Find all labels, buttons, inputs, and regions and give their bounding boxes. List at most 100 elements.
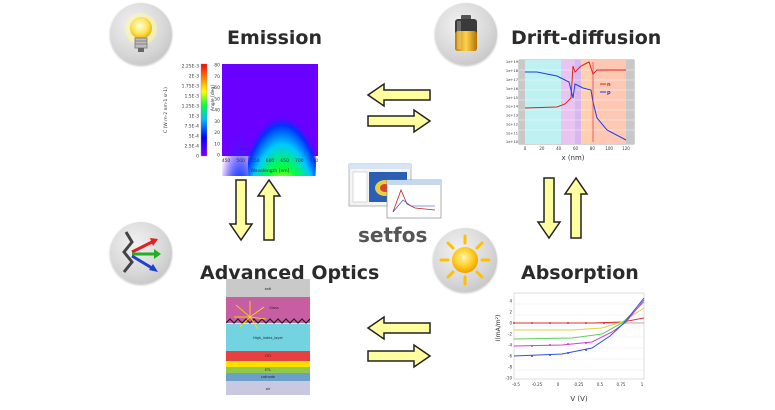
absorption-y-tick-1: 2 bbox=[509, 309, 512, 314]
absorption-y-tick-4: -4 bbox=[508, 342, 512, 347]
emission-y-tick-3: 50 bbox=[214, 96, 220, 102]
drift-y-tick-7: 1e+12 bbox=[506, 122, 518, 126]
drift-legend: n p bbox=[600, 82, 611, 96]
emission-title: Emission bbox=[227, 27, 322, 49]
legend-n: n bbox=[607, 82, 611, 88]
light-bulb-icon bbox=[125, 13, 157, 52]
absorption-y-tick-6: -8 bbox=[508, 364, 512, 369]
emission-cbar-tick-5: 1E-3 bbox=[189, 114, 199, 120]
absorption-ylabel: I(mA/m²) bbox=[495, 315, 502, 342]
emission-x-tick-5: 700 bbox=[295, 158, 304, 164]
absorption-x-tick-0: -0.5 bbox=[512, 382, 520, 387]
emission-xlabel: Wavelength [nm] bbox=[251, 168, 290, 174]
iv-curve-red bbox=[514, 317, 645, 324]
emission-cbar-tick-2: 1.75E-3 bbox=[182, 84, 199, 90]
drift-series-p bbox=[525, 71, 627, 141]
emission-colorbar-ticks: 2.25E-3 2E-3 1.75E-3 1.5E-3 1.25E-3 1E-3 7.5E-… bbox=[182, 64, 199, 160]
emission-y-tick-5: 30 bbox=[214, 119, 220, 125]
iv-curve-blue bbox=[513, 297, 645, 357]
absorption-x-tick-6: 1 bbox=[641, 382, 644, 387]
emission-cbar-tick-8: 2.5E-4 bbox=[185, 144, 200, 150]
absorption-y-tick-7: -10 bbox=[505, 375, 512, 380]
drift-y-tick-4: 1e+15 bbox=[506, 96, 518, 100]
drift-x-tick-1: 20 bbox=[539, 146, 545, 151]
drift-y-tick-9: 1e+10 bbox=[506, 140, 519, 144]
absorption-y-tick-2: 0 bbox=[509, 320, 512, 325]
layer-etl: ETL bbox=[265, 368, 271, 372]
legend-p: p bbox=[607, 90, 611, 96]
emission-x-tick-3: 600 bbox=[266, 158, 275, 164]
optics-stack: anti Glass High_index_layer ITO ETL cath… bbox=[226, 279, 310, 395]
emission-x-tick-0: 450 bbox=[222, 158, 231, 164]
drift-x-tick-6: 120 bbox=[622, 146, 630, 151]
absorption-xlabel: V (V) bbox=[570, 395, 588, 403]
sun-icon bbox=[439, 234, 491, 286]
drift-y-tick-3: 1e+16 bbox=[506, 87, 519, 91]
layer-anti: anti bbox=[265, 287, 272, 291]
optics-light-burst bbox=[234, 301, 267, 330]
emission-y-tick-7: 10 bbox=[214, 141, 220, 147]
drift-x-tick-2: 40 bbox=[556, 146, 562, 151]
setfos-title: setfos bbox=[358, 223, 428, 247]
emission-cbar-tick-3: 1.5E-3 bbox=[185, 94, 200, 100]
layer-air: air bbox=[266, 387, 271, 391]
drift-y-ticks: 1e+191e+181e+171e+161e+151e+141e+131e+12… bbox=[506, 60, 519, 144]
emission-plot: C (W m-2 nm-1 sr-1) 2.25E-32E-31.75E-31.… bbox=[163, 63, 319, 176]
emission-cbar-tick-4: 1.25E-3 bbox=[182, 104, 199, 110]
absorption-plot: I(mA/m²) 4 2 0 -2 -4 -6 -8 -10 -0.5 -0.25 0 0.25 0.… bbox=[495, 292, 645, 403]
emission-ylabel2: Angle [deg] bbox=[210, 85, 216, 111]
drift-x-tick-0: 0 bbox=[524, 146, 527, 151]
arrow-left-bottom bbox=[366, 315, 431, 341]
absorption-x-tick-4: 0.5 bbox=[597, 382, 604, 387]
layer-high-index: High_index_layer bbox=[253, 336, 283, 340]
arrow-down-left bbox=[228, 179, 254, 242]
drift-y-tick-2: 1e+17 bbox=[506, 78, 518, 82]
emission-y-tick-6: 20 bbox=[214, 130, 220, 136]
emission-colorbar bbox=[200, 63, 208, 157]
arrow-right-bottom bbox=[367, 343, 432, 369]
emission-cbar-tick-0: 2.25E-3 bbox=[182, 64, 199, 70]
arrow-up-left bbox=[256, 178, 282, 241]
drift-x-tick-5: 100 bbox=[605, 146, 613, 151]
layer-cathode: cathode bbox=[261, 375, 275, 379]
emission-y-tick-2: 60 bbox=[214, 85, 220, 91]
absorption-y-tick-0: 4 bbox=[509, 298, 512, 303]
absorption-x-tick-1: -0.25 bbox=[532, 382, 543, 387]
layer-glass: Glass bbox=[269, 306, 279, 310]
emission-y-tick-8: 0 bbox=[217, 153, 220, 159]
emission-y-tick-4: 40 bbox=[214, 108, 220, 114]
drift-y-tick-8: 1e+11 bbox=[506, 131, 518, 135]
absorption-x-tick-2: 0 bbox=[557, 382, 560, 387]
absorption-x-tick-3: 0.25 bbox=[575, 382, 584, 387]
emission-cbar-tick-6: 7.5E-4 bbox=[185, 124, 200, 130]
drift-plot: 1e+191e+181e+171e+161e+151e+141e+131e+12… bbox=[506, 59, 635, 162]
arrow-right-top bbox=[367, 108, 432, 134]
light-rays-icon bbox=[122, 231, 161, 273]
emission-x-tick-6: 750 bbox=[310, 158, 319, 164]
emission-x-tick-2: 550 bbox=[251, 158, 260, 164]
emission-x-tick-1: 500 bbox=[236, 158, 245, 164]
drift-y-tick-6: 1e+13 bbox=[506, 114, 518, 118]
absorption-x-ticks: -0.5 -0.25 0 0.25 0.5 0.75 1 bbox=[512, 382, 644, 387]
arrow-up-right bbox=[563, 176, 589, 239]
absorption-title: Absorption bbox=[521, 262, 639, 284]
emission-cbar-tick-7: 5E-4 bbox=[189, 134, 199, 140]
emission-x-ticks: 450 500 550 600 650 700 750 bbox=[222, 158, 319, 164]
drift-y-tick-5: 1e+14 bbox=[506, 105, 519, 109]
iv-markers bbox=[513, 322, 605, 357]
iv-curve-magenta bbox=[513, 299, 645, 347]
emission-cbar-tick-1: 2E-3 bbox=[189, 74, 199, 80]
drift-x-tick-3: 60 bbox=[573, 146, 579, 151]
absorption-y-tick-3: -2 bbox=[508, 331, 512, 336]
emission-x-tick-4: 650 bbox=[280, 158, 289, 164]
absorption-x-tick-5: 0.75 bbox=[617, 382, 626, 387]
layer-ito: ITO bbox=[265, 354, 271, 358]
absorption-y-tick-5: -6 bbox=[508, 353, 512, 358]
battery-icon bbox=[455, 15, 477, 51]
drift-xlabel: x (nm) bbox=[561, 154, 584, 162]
arrow-down-right bbox=[536, 177, 562, 240]
emission-y-tick-1: 70 bbox=[214, 74, 220, 80]
drift-y-tick-1: 1e+18 bbox=[506, 69, 519, 73]
